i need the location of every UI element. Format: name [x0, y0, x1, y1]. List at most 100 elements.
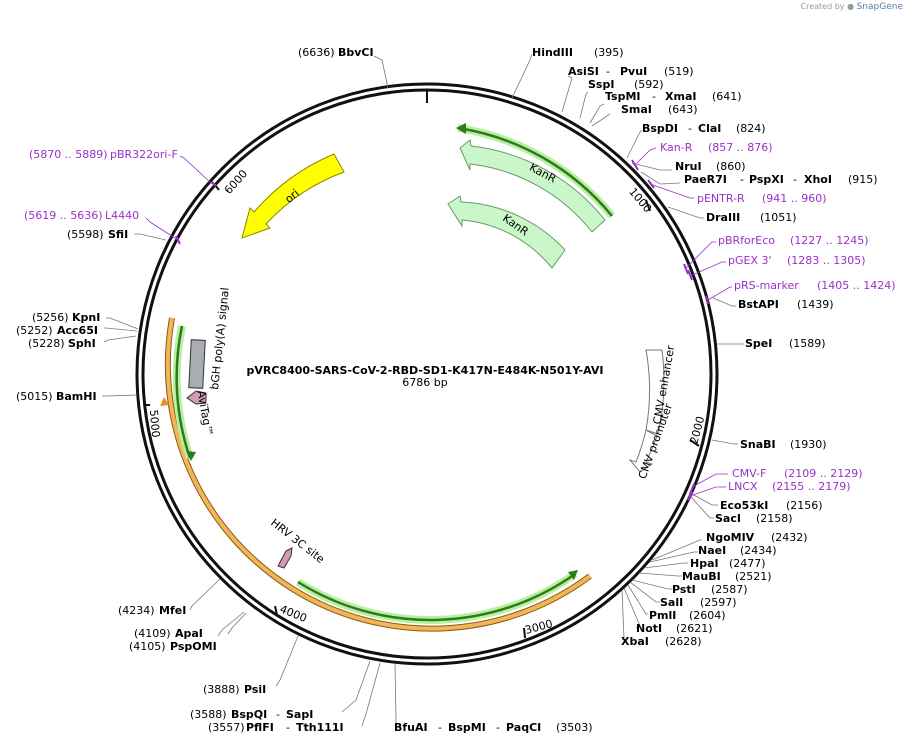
- site-name-2: PvuI: [620, 65, 647, 78]
- site-snabi[interactable]: SnaBI(1930): [740, 438, 827, 451]
- credit-prefix: Created by: [800, 2, 845, 11]
- site-bspdi-clai[interactable]: BspDI-ClaI(824): [642, 122, 766, 135]
- site-pos: (2628): [665, 635, 702, 648]
- primer-l4440[interactable]: (5619 .. 5636)L4440: [24, 209, 139, 222]
- site-naei[interactable]: NaeI(2434): [698, 544, 777, 557]
- site-name: SalI: [660, 596, 683, 609]
- primer-name: LNCX: [728, 480, 758, 493]
- site-acc65i[interactable]: (5252) Acc65I: [16, 324, 98, 337]
- site-asisi-pvui[interactable]: AsiSI-PvuI(519): [568, 65, 694, 78]
- hrv-feature[interactable]: HRV 3C site: [268, 516, 327, 569]
- site-bstapi[interactable]: BstAPI(1439): [738, 298, 834, 311]
- avitag-label: AviTag™: [194, 390, 215, 438]
- ori-feature[interactable]: ori: [241, 153, 345, 239]
- hrv-label: HRV 3C site: [268, 516, 327, 566]
- site-pos: (2432): [771, 531, 808, 544]
- site-pos: (5252): [16, 324, 53, 337]
- site-pos: (641): [712, 90, 742, 103]
- site-name: SfiI: [108, 228, 128, 241]
- site-pos: (3557): [208, 721, 245, 734]
- tick-4000: [274, 605, 278, 616]
- site-xbai[interactable]: XbaI(2628): [621, 635, 702, 648]
- site-name: KpnI: [72, 311, 100, 324]
- site-name-2: XmaI: [665, 90, 696, 103]
- primer-pentr-r[interactable]: pENTR-R(941 .. 960): [697, 192, 827, 205]
- primer-pbrforeco[interactable]: pBRforEco(1227 .. 1245): [718, 234, 869, 247]
- site-pos: (6636): [298, 46, 335, 59]
- site-psti[interactable]: PstI(2587): [672, 583, 748, 596]
- orange-arrowhead: [160, 397, 169, 406]
- cmv-enhancer-arrow: [645, 349, 665, 435]
- backbone: [135, 82, 719, 666]
- site-name: NgoMIV: [706, 531, 755, 544]
- site-bspqi-sapi[interactable]: (3588)BspQI-SapI: [190, 708, 313, 721]
- site-name: NotI: [636, 622, 662, 635]
- primer-range: (857 .. 876): [708, 141, 773, 154]
- site-sspi[interactable]: SspI(592): [588, 78, 664, 91]
- polyA-feature[interactable]: bGH poly(A) signal: [188, 287, 232, 390]
- site-pos: (5256): [32, 311, 69, 324]
- site-apai[interactable]: (4109)ApaI: [134, 627, 203, 640]
- site-smai[interactable]: SmaI(643): [621, 103, 698, 116]
- site-spei[interactable]: SpeI(1589): [745, 337, 826, 350]
- site-pos: (2521): [735, 570, 772, 583]
- site-pos: (1439): [797, 298, 834, 311]
- primer-lncx[interactable]: LNCX(2155 .. 2179): [728, 480, 851, 493]
- primer-cmv-f[interactable]: CMV-F(2109 .. 2129): [732, 467, 863, 480]
- site-noti[interactable]: NotI(2621): [636, 622, 713, 635]
- site-sep: -: [276, 708, 280, 721]
- site-draiii[interactable]: DraIII(1051): [706, 211, 797, 224]
- primer-pgex3[interactable]: pGEX 3'(1283 .. 1305): [728, 254, 866, 267]
- site-name: BfuAI: [394, 721, 428, 734]
- site-psii[interactable]: (3888)PsiI: [203, 683, 266, 696]
- site-pos: (2434): [740, 544, 777, 557]
- site-name: SmaI: [621, 103, 652, 116]
- site-sep: -: [740, 173, 744, 186]
- site-nrui[interactable]: NruI(860): [675, 160, 746, 173]
- site-pos: (824): [736, 122, 766, 135]
- site-pos: (3888): [203, 683, 240, 696]
- site-sphi[interactable]: (5228)SphI: [28, 337, 96, 350]
- site-bfuai-bspmi-paqci[interactable]: BfuAI-BspMI-PaqCI(3503): [394, 721, 593, 734]
- site-tspmi-xmai[interactable]: TspMI-XmaI(641): [605, 90, 742, 103]
- site-hpai[interactable]: HpaI(2477): [690, 557, 766, 570]
- site-bamhi[interactable]: (5015)BamHI: [16, 390, 97, 403]
- site-pos: (5228): [28, 337, 65, 350]
- site-pflfi-tth111i[interactable]: (3557)PflFI-Tth111I: [208, 721, 344, 734]
- site-pmli[interactable]: PmlI(2604): [649, 609, 726, 622]
- kanr-feature-2[interactable]: KanR: [447, 195, 566, 269]
- primer-name: pGEX 3': [728, 254, 772, 267]
- site-saci[interactable]: SacI(2158): [715, 512, 793, 525]
- site-name: ApaI: [175, 627, 203, 640]
- site-bbvci[interactable]: (6636)BbvCI: [298, 46, 374, 59]
- primer-prs-marker[interactable]: pRS-marker(1405 .. 1424): [734, 279, 896, 292]
- site-sep: -: [793, 173, 797, 186]
- site-name: MfeI: [159, 604, 186, 617]
- site-hindiii[interactable]: HindIII(395): [532, 46, 624, 59]
- site-sep: -: [606, 65, 610, 78]
- site-name: Acc65I: [57, 324, 98, 337]
- snapgene-logo-icon: ●: [847, 2, 855, 11]
- site-kpni[interactable]: (5256)KpnI: [32, 311, 100, 324]
- site-eco53ki[interactable]: Eco53kI(2156): [720, 499, 823, 512]
- site-sali[interactable]: SalI(2597): [660, 596, 737, 609]
- green-cds-left-arrowhead: [186, 451, 196, 461]
- site-name: DraIII: [706, 211, 740, 224]
- site-maubi[interactable]: MauBI(2521): [682, 570, 772, 583]
- green-cds-lower: [297, 572, 576, 622]
- avitag-feature[interactable]: AviTag™: [186, 390, 215, 438]
- site-sfii[interactable]: (5598)SfiI: [67, 228, 128, 241]
- site-paer7i-pspxi-xhoi[interactable]: PaeR7I-PspXI-XhoI(915): [684, 173, 878, 186]
- site-leader-lines: [102, 53, 744, 727]
- site-ngomiv[interactable]: NgoMIV (2432): [706, 531, 808, 544]
- primer-kan-r[interactable]: Kan-R(857 .. 876): [660, 141, 773, 154]
- site-name: HindIII: [532, 46, 573, 59]
- primer-pbr322ori-f[interactable]: (5870 .. 5889)pBR322ori-F: [29, 148, 178, 161]
- snapgene-credit: Created by ● SnapGene: [801, 2, 904, 12]
- cmv-feature[interactable]: CMV enhancer CMV promoter: [628, 344, 677, 481]
- site-name: BspQI: [231, 708, 267, 721]
- site-pspomi[interactable]: (4105)PspOMI: [129, 640, 217, 653]
- site-pos: (592): [634, 78, 664, 91]
- site-mfei[interactable]: (4234)MfeI: [118, 604, 186, 617]
- primer-leader-lines: [145, 147, 732, 497]
